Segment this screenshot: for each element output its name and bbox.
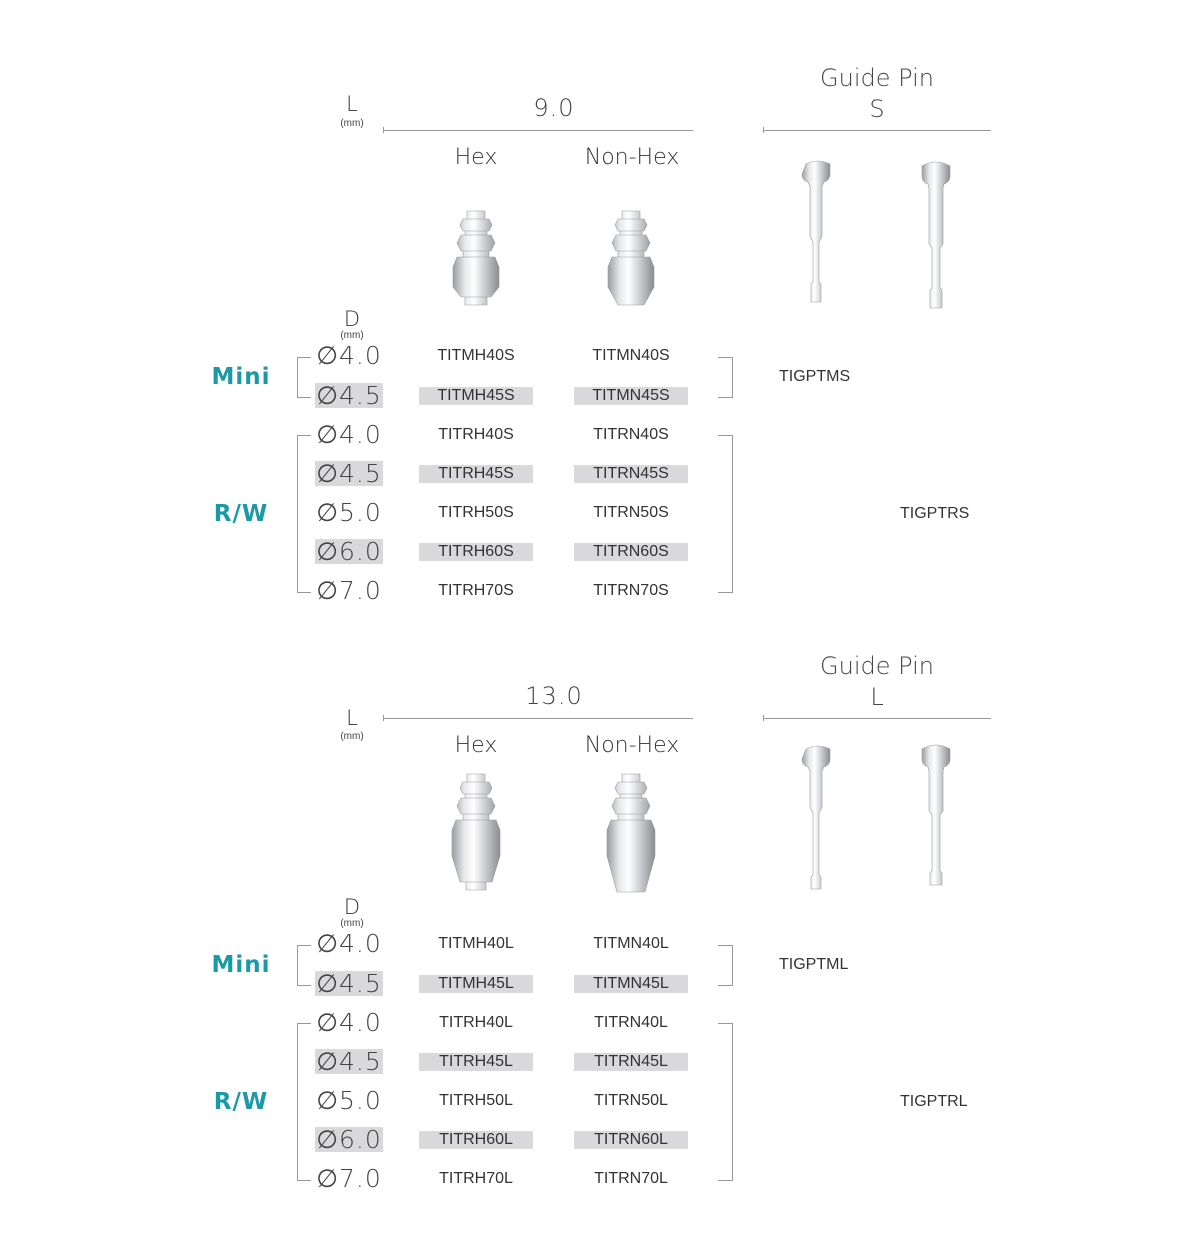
mini-guide-pin-image — [801, 745, 831, 890]
mini-right-bracket — [718, 945, 733, 986]
rw-guide-pin-code: TIGPTRS — [900, 505, 970, 522]
rule-tick — [383, 127, 384, 133]
nonhex-code-cell: TITRN45S — [574, 465, 688, 483]
hex-code-cell: TITRH50S — [438, 504, 514, 521]
length-value: 13.0 — [525, 682, 583, 710]
nonhex-code-cell: TITRN50L — [594, 1092, 668, 1109]
hex-code-cell: TITMH40S — [437, 347, 515, 364]
nonhex-code-cell: TITMN45L — [574, 975, 688, 993]
guide-pin-size: S — [869, 95, 885, 123]
diameter-unit: (mm) — [340, 330, 364, 341]
hex-abutment-image — [451, 773, 501, 891]
diameter-cell: ∅5.0 — [316, 1086, 382, 1115]
guide-pin-rule — [763, 718, 991, 719]
rw-left-bracket — [297, 1023, 311, 1181]
diameter-cell: ∅7.0 — [316, 1164, 382, 1193]
guide-pin-rule — [763, 130, 991, 131]
rw-group-label: R/W — [213, 501, 269, 527]
diameter-cell: ∅4.0 — [316, 929, 382, 958]
nonhex-code-cell: TITRN70L — [594, 1170, 668, 1187]
nonhex-code-cell: TITRN70S — [593, 582, 669, 599]
hex-code-cell: TITRH70S — [438, 582, 514, 599]
nonhex-code-cell: TITMN40L — [593, 935, 669, 952]
diameter-cell: ∅4.5 — [315, 459, 383, 488]
mini-left-bracket — [297, 945, 311, 986]
rule-tick — [763, 715, 764, 721]
hex-code-cell: TITRH60L — [419, 1131, 533, 1149]
hex-code-cell: TITRH40L — [439, 1014, 513, 1031]
mini-guide-pin-code: TIGPTMS — [779, 368, 851, 385]
mini-guide-pin-image — [801, 160, 831, 303]
length-unit: (mm) — [340, 731, 364, 742]
diameter-cell: ∅6.0 — [315, 537, 383, 566]
diameter-cell: ∅4.5 — [315, 1047, 383, 1076]
section-length-13: L (mm) 13.0 Guide Pin L Hex Non-Hex D (m… — [0, 588, 1200, 1193]
diameter-cell: ∅4.0 — [316, 420, 382, 449]
rw-group-label: R/W — [213, 1089, 269, 1115]
rw-right-bracket — [718, 435, 733, 593]
hex-abutment-image — [452, 210, 500, 306]
hex-code-cell: TITMH45L — [419, 975, 533, 993]
length-label: L — [346, 92, 358, 116]
nonhex-code-cell: TITRN60L — [574, 1131, 688, 1149]
nonhex-code-cell: TITMN40S — [592, 347, 670, 364]
diameter-cell: ∅4.5 — [315, 969, 383, 998]
hex-code-cell: TITRH70L — [439, 1170, 513, 1187]
guide-pin-heading: Guide Pin L — [777, 651, 977, 713]
guide-pin-title: Guide Pin — [820, 64, 934, 92]
length-rule — [383, 130, 693, 131]
mini-left-bracket — [297, 357, 311, 398]
diameter-cell: ∅5.0 — [316, 498, 382, 527]
rw-guide-pin-image — [921, 744, 951, 886]
nonhex-code-cell: TITRN50S — [593, 504, 669, 521]
rule-tick — [763, 127, 764, 133]
diameter-cell: ∅7.0 — [316, 576, 382, 605]
hex-code-cell: TITRH40S — [438, 426, 514, 443]
nonhex-code-cell: TITRN60S — [574, 543, 688, 561]
length-value: 9.0 — [533, 94, 575, 122]
hex-code-cell: TITRH45L — [419, 1053, 533, 1071]
rw-right-bracket — [718, 1023, 733, 1181]
mini-group-label: Mini — [211, 952, 271, 978]
mini-guide-pin-code: TIGPTML — [779, 956, 849, 973]
length-rule — [383, 718, 693, 719]
hex-code-cell: TITMH45S — [419, 387, 533, 405]
nonhex-code-cell: TITMN45S — [574, 387, 688, 405]
guide-pin-size: L — [870, 683, 884, 711]
hex-code-cell: TITRH50L — [439, 1092, 513, 1109]
hex-header: Hex — [454, 733, 498, 758]
nonhex-code-cell: TITRN40S — [593, 426, 669, 443]
length-label: L — [346, 706, 358, 730]
nonhex-header: Non-Hex — [584, 733, 680, 758]
nonhex-header: Non-Hex — [584, 145, 680, 170]
mini-group-label: Mini — [211, 364, 271, 390]
mini-right-bracket — [718, 357, 733, 398]
diameter-cell: ∅4.0 — [316, 1008, 382, 1037]
diameter-cell: ∅4.5 — [315, 381, 383, 410]
hex-code-cell: TITMH40L — [438, 935, 514, 952]
diameter-label: D — [343, 307, 361, 331]
rw-guide-pin-code: TIGPTRL — [900, 1093, 968, 1110]
nonhex-code-cell: TITRN45L — [574, 1053, 688, 1071]
length-unit: (mm) — [340, 118, 364, 129]
diameter-cell: ∅6.0 — [315, 1125, 383, 1154]
guide-pin-heading: Guide Pin S — [777, 63, 977, 125]
section-length-9: L (mm) 9.0 Guide Pin S Hex Non-Hex D (mm… — [0, 0, 1200, 605]
rule-tick — [383, 715, 384, 721]
diameter-label: D — [343, 895, 361, 919]
nonhex-abutment-image — [607, 210, 655, 306]
rw-left-bracket — [297, 435, 311, 593]
hex-header: Hex — [454, 145, 498, 170]
nonhex-abutment-image — [606, 773, 656, 893]
diameter-cell: ∅4.0 — [316, 341, 382, 370]
guide-pin-title: Guide Pin — [820, 652, 934, 680]
hex-code-cell: TITRH60S — [419, 543, 533, 561]
hex-code-cell: TITRH45S — [419, 465, 533, 483]
rw-guide-pin-image — [921, 161, 951, 309]
diameter-unit: (mm) — [340, 918, 364, 929]
nonhex-code-cell: TITRN40L — [594, 1014, 668, 1031]
